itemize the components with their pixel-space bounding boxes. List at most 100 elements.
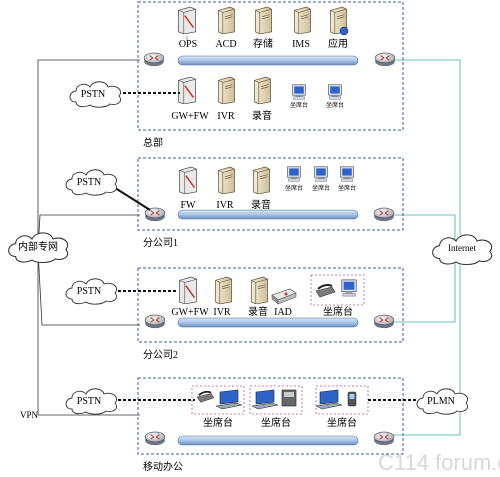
- internet-cloud: Internet: [432, 234, 493, 266]
- svg-text:PSTN: PSTN: [77, 396, 101, 407]
- app-globe-icon: [339, 26, 349, 36]
- pstn-cloud-hq: PSTN: [69, 81, 122, 108]
- pstn-cloud-branch1: PSTN: [65, 169, 118, 196]
- gw-fw-icon: [177, 76, 197, 104]
- acd-label: ACD: [215, 39, 236, 50]
- branch1-ivr-icon: [218, 166, 236, 194]
- watermark: C114 forum.com: [378, 450, 500, 475]
- branch2-recording-label: 录音: [248, 305, 268, 318]
- branch1-recording-icon: [253, 166, 271, 194]
- mobile-seat-box-1: [191, 385, 245, 415]
- branch2-seat-monitor-icon: [341, 279, 357, 297]
- ims-label: IMS: [292, 39, 310, 50]
- svg-text:PSTN: PSTN: [77, 177, 101, 188]
- fw-icon: [178, 166, 198, 194]
- branch2-ivr-icon: [215, 276, 233, 304]
- branch1-zone-label: 分公司1: [143, 237, 178, 249]
- svg-text:Internet: Internet: [448, 243, 476, 253]
- branch2-seat-label: 坐席台: [323, 305, 353, 318]
- mobile-seat-label-1: 坐席台: [203, 416, 233, 429]
- iad-icon: [271, 288, 297, 305]
- mobile-seat-box-2: [249, 385, 303, 415]
- branch1-bus: [177, 209, 359, 220]
- hq-router-right: [374, 52, 396, 67]
- branch1-seat-label-1: 坐席台: [285, 184, 303, 192]
- hq-seat-label-2: 坐席台: [326, 101, 344, 109]
- hq-recording-label: 录音: [252, 109, 272, 122]
- svg-text:内部专网: 内部专网: [18, 240, 58, 253]
- hq-router-left: [143, 52, 165, 67]
- pstn-branch1-link: [111, 185, 151, 211]
- branch1-ivr-label: IVR: [216, 200, 234, 211]
- svg-text:PSTN: PSTN: [77, 286, 101, 297]
- pstn-links: [118, 92, 418, 401]
- gw-fw-label: GW+FW: [171, 111, 209, 122]
- branch2-bus: [177, 317, 359, 328]
- storage-server-icon: [255, 6, 273, 34]
- hq-ivr-label: IVR: [217, 111, 235, 122]
- ops-label: OPS: [179, 39, 197, 50]
- laptop-icon-3: [315, 389, 343, 410]
- branch1-devices: FW IVR 录音 坐席台 坐席台 坐席台: [178, 166, 356, 211]
- svg-text:PSTN: PSTN: [81, 89, 105, 100]
- branch1-seat-monitor-icon-3: [340, 166, 354, 182]
- branch1-zone: [137, 157, 404, 231]
- vpn-label: VPN: [20, 410, 39, 420]
- branch2-phone-icon: [315, 284, 336, 298]
- ims-server-icon: [294, 6, 312, 34]
- branch2-router-left: [144, 314, 166, 329]
- branch1-seat-monitor-icon-2: [314, 166, 328, 182]
- branch1-seat-label-2: 坐席台: [312, 184, 330, 192]
- hq-seat-label-1: 坐席台: [290, 101, 308, 109]
- app-label: 应用: [328, 37, 348, 50]
- mobile-bus: [177, 435, 359, 446]
- laptop-icon-1: [215, 389, 243, 410]
- branch2-gw-fw-icon: [178, 276, 198, 304]
- hq-bottom-servers: GW+FW IVR 录音 坐席台 坐席台: [171, 76, 344, 122]
- connections: [37, 59, 140, 416]
- branch1-seat-monitor-icon-1: [287, 166, 301, 182]
- fw-label: FW: [181, 200, 197, 211]
- pstn-cloud-branch2: PSTN: [65, 278, 118, 305]
- hq-top-servers: OPS ACD 存储 IMS 应用: [177, 6, 349, 50]
- hq-seat-monitor-icon-1: [292, 84, 306, 100]
- branch2-ivr-label: IVR: [213, 307, 231, 318]
- hq-ivr-icon: [218, 76, 236, 104]
- mobile-phone-icon: [347, 391, 357, 407]
- branch1-seat-label-3: 坐席台: [338, 184, 356, 192]
- branch2-seat-box: [310, 274, 365, 306]
- desk-phone-icon: [281, 389, 297, 407]
- mobile-router-left: [144, 431, 166, 446]
- pstn-cloud-mobile: PSTN: [65, 388, 118, 415]
- branch2-router-right: [373, 314, 395, 329]
- hq-recording-icon: [254, 76, 272, 104]
- hq-zone-label: 总部: [143, 136, 163, 149]
- internet-connections: [385, 59, 461, 436]
- mobile-seat-label-2: 坐席台: [261, 416, 291, 429]
- mobile-router-right: [373, 431, 395, 446]
- storage-label: 存储: [253, 37, 273, 50]
- intranet-cloud: 内部专网: [8, 232, 69, 264]
- mobile-devices: 坐席台 坐席台 坐席台: [191, 385, 369, 429]
- branch2-gw-fw-label: GW+FW: [171, 307, 209, 318]
- acd-server-icon: [218, 6, 236, 34]
- mobile-seat-label-3: 坐席台: [327, 416, 357, 429]
- branch1-recording-label: 录音: [251, 198, 271, 211]
- branch2-devices: GW+FW IVR 录音 IAD 坐席台: [171, 274, 365, 318]
- mobile-zone: [137, 377, 404, 455]
- branch1-router-right: [373, 207, 395, 222]
- iad-label: IAD: [274, 307, 292, 318]
- branch2-zone: [137, 267, 404, 343]
- branch2-recording-icon: [251, 276, 269, 304]
- plmn-cloud: PLMN: [416, 388, 469, 415]
- laptop-icon-2: [251, 389, 279, 410]
- ops-server-icon: [177, 6, 197, 34]
- hq-zone: [137, 1, 404, 131]
- mobile-zone-label: 移动办公: [143, 460, 183, 473]
- branch2-zone-label: 分公司2: [143, 349, 178, 361]
- svg-text:PLMN: PLMN: [427, 396, 455, 407]
- mobile-phone-icon-1: [196, 390, 215, 404]
- hq-bus: [177, 55, 359, 66]
